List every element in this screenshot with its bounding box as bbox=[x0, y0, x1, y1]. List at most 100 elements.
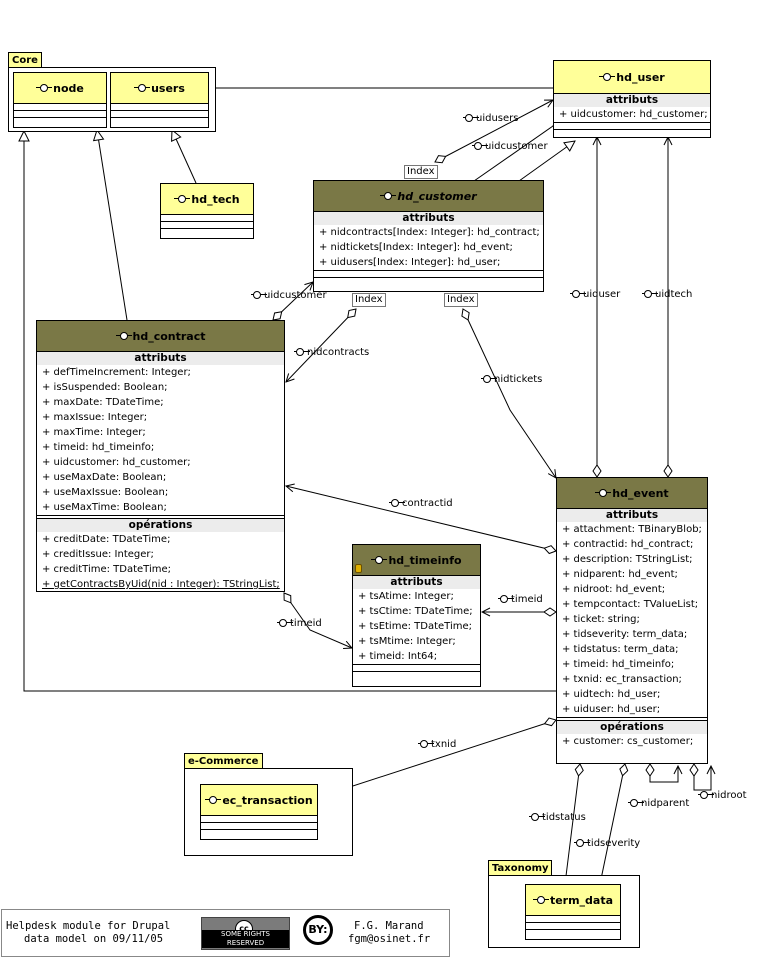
class-hd-customer[interactable]: hd_customer attributs + nidcontracts[Ind… bbox=[313, 180, 544, 292]
class-icon bbox=[595, 489, 612, 497]
class-hd-event[interactable]: hd_event attributs + attachment: TBinary… bbox=[556, 477, 708, 764]
attribute-row: + tsAtime: Integer; bbox=[358, 591, 454, 602]
class-name: hd_customer bbox=[397, 189, 477, 203]
label-nidparent: nidparent bbox=[628, 798, 689, 809]
attribute-row: + maxDate: TDateTime; bbox=[42, 397, 164, 408]
assoc-nidparent bbox=[650, 764, 678, 783]
attribute-row: + timeid: hd_timeinfo; bbox=[42, 442, 155, 453]
attribute-row: + tidstatus: term_data; bbox=[562, 644, 679, 655]
class-name: hd_timeinfo bbox=[388, 553, 462, 567]
class-users[interactable]: users bbox=[110, 72, 209, 128]
attribute-row: + nidparent: hd_event; bbox=[562, 569, 678, 580]
attribute-row: + uidcustomer: hd_customer; bbox=[42, 457, 191, 468]
assoc-nidtickets bbox=[463, 309, 556, 478]
attribute-row: + ticket: string; bbox=[562, 614, 640, 625]
attribute-row: + nidtickets[Index: Integer]: hd_event; bbox=[319, 242, 513, 253]
class-hd-tech[interactable]: hd_tech bbox=[160, 183, 254, 239]
footer-author: F.G. Marand bbox=[354, 920, 424, 932]
section-operations: opérations bbox=[37, 518, 284, 532]
attribute-row: + useMaxTime: Boolean; bbox=[37, 500, 284, 516]
package-taxonomy-tab: Taxonomy bbox=[488, 860, 552, 876]
label-text: contractid bbox=[402, 498, 453, 509]
class-icon bbox=[532, 896, 549, 904]
attribute-row: + isSuspended: Boolean; bbox=[42, 382, 168, 393]
class-hd-user[interactable]: hd_user attributs + uidcustomer: hd_cust… bbox=[553, 60, 711, 138]
label-nidtickets: nidtickets bbox=[481, 374, 542, 385]
class-hd-contract[interactable]: hd_contract attributs + defTimeIncrement… bbox=[36, 320, 285, 592]
label-text: nidroot bbox=[711, 790, 747, 801]
section-attributes: attributs bbox=[557, 509, 707, 522]
operation-row: + customer: cs_customer; bbox=[562, 736, 694, 747]
class-name: ec_transaction bbox=[222, 793, 313, 807]
by-icon: BY: bbox=[303, 915, 333, 945]
class-icon bbox=[134, 84, 151, 92]
assoc-timeid-left bbox=[284, 593, 352, 648]
association-icon bbox=[389, 499, 405, 507]
label-text: uiduser bbox=[583, 289, 621, 300]
cc-text: SOME RIGHTS RESERVED bbox=[202, 930, 289, 948]
attribute-row: + nidcontracts[Index: Integer]: hd_contr… bbox=[319, 227, 540, 238]
attribute-row: + uidusers[Index: Integer]: hd_user; bbox=[314, 255, 543, 271]
association-icon bbox=[277, 619, 293, 627]
label-nidcontracts: nidcontracts bbox=[294, 347, 369, 358]
association-icon bbox=[628, 799, 644, 807]
label-text: nidparent bbox=[641, 798, 690, 809]
class-icon bbox=[115, 332, 132, 340]
association-icon bbox=[251, 291, 267, 299]
class-name: hd_contract bbox=[132, 329, 206, 343]
association-icon bbox=[570, 290, 586, 298]
assoc-contractid bbox=[286, 486, 556, 551]
label-contractid: contractid bbox=[389, 498, 453, 509]
attribute-row: + uidtech: hd_user; bbox=[562, 689, 661, 700]
package-ecommerce-tab: e-Commerce bbox=[184, 753, 263, 769]
association-icon bbox=[472, 142, 488, 150]
label-tidseverity: tidseverity bbox=[574, 838, 640, 849]
attribute-row: + tidseverity: term_data; bbox=[562, 629, 688, 640]
class-hd-timeinfo[interactable]: hd_timeinfo attributs + tsAtime: Integer… bbox=[352, 544, 481, 687]
class-icon bbox=[205, 796, 222, 804]
gen-event-node bbox=[24, 131, 556, 692]
attribute-row: + useMaxDate: Boolean; bbox=[42, 472, 167, 483]
attribute-row: + attachment: TBinaryBlob; bbox=[562, 524, 702, 535]
class-icon bbox=[599, 73, 616, 81]
label-uidcustomer-left: uidcustomer bbox=[251, 290, 327, 301]
class-term-data[interactable]: term_data bbox=[525, 884, 621, 940]
footer-line2: data model on 09/11/05 bbox=[24, 933, 164, 945]
label-uidcustomer-top: uidcustomer bbox=[472, 141, 548, 152]
attribute-row: + tsCtime: TDateTime; bbox=[358, 606, 473, 617]
label-timeid-right: timeid bbox=[498, 594, 543, 605]
index-qualifier: Index bbox=[404, 165, 438, 179]
section-attributes: attributs bbox=[554, 94, 710, 107]
attribute-row: + uidcustomer: hd_customer; bbox=[559, 109, 708, 120]
label-text: timeid bbox=[511, 594, 543, 605]
attribute-row: + defTimeIncrement: Integer; bbox=[42, 367, 191, 378]
class-node[interactable]: node bbox=[13, 72, 107, 128]
section-attributes: attributs bbox=[37, 352, 284, 365]
class-name: hd_event bbox=[612, 486, 669, 500]
attribute-row: + description: TStringList; bbox=[562, 554, 693, 565]
attribute-row: + txnid: ec_transaction; bbox=[562, 674, 682, 685]
association-icon bbox=[481, 375, 497, 383]
association-icon bbox=[574, 839, 590, 847]
class-ec-transaction[interactable]: ec_transaction bbox=[200, 784, 318, 840]
operation-row: + creditTime: TDateTime; bbox=[42, 564, 172, 575]
assoc-tidseverity bbox=[600, 764, 625, 884]
assoc-tidstatus bbox=[565, 764, 580, 884]
class-name: users bbox=[151, 81, 185, 95]
section-attributes: attributs bbox=[314, 212, 543, 225]
assoc-nidroot bbox=[694, 764, 711, 791]
label-tidstatus: tidstatus bbox=[529, 812, 586, 823]
class-name: hd_user bbox=[616, 70, 665, 84]
class-icon bbox=[36, 84, 53, 92]
attribute-row: + contractid: hd_contract; bbox=[562, 539, 694, 550]
label-text: uidcustomer bbox=[264, 290, 327, 301]
database-icon bbox=[355, 564, 362, 573]
association-icon bbox=[698, 791, 714, 799]
operation-row: + creditIssue: Integer; bbox=[42, 549, 154, 560]
association-icon bbox=[418, 740, 434, 748]
label-timeid-left: timeid bbox=[277, 618, 322, 629]
attribute-row: + timeid: hd_timeinfo; bbox=[562, 659, 675, 670]
footer-line1: Helpdesk module for Drupal bbox=[6, 920, 171, 932]
footer-email[interactable]: fgm@osinet.fr bbox=[348, 933, 431, 945]
